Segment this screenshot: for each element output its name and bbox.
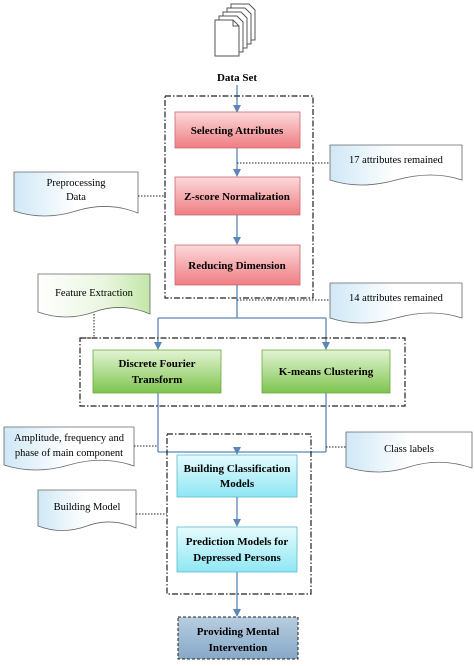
kmeans-box (261, 349, 391, 394)
note-amplitude-line2: phase of main component (15, 448, 123, 459)
building-classification-line2: Models (220, 478, 255, 490)
reducing-dimension-label: Reducing Dimension (188, 260, 286, 272)
note-building-model-text: Building Model (54, 502, 121, 513)
dft-label-line1: Discrete Fourier (118, 358, 195, 370)
document-stack-icon (214, 3, 256, 57)
connector-feature-extraction (80, 314, 95, 339)
preprocessing-group (164, 95, 314, 299)
selecting-attributes-box (174, 111, 301, 149)
building-classification-line1: Building Classification (184, 463, 291, 475)
modeling-group (166, 433, 312, 595)
note-building-model (37, 489, 137, 531)
prediction-models-line1: Prediction Models for (186, 536, 289, 548)
intervention-line1: Providing Mental (197, 626, 280, 638)
selecting-attributes-label: Selecting Attributes (191, 125, 284, 137)
reducing-dimension-box (174, 244, 301, 286)
note-class-labels (345, 431, 473, 473)
note-feature-extraction-text: Feature Extraction (55, 288, 134, 299)
note-preprocessing-line1: Preprocessing (47, 178, 107, 189)
note-preprocessing-data (13, 171, 139, 217)
note-17-attributes (329, 144, 463, 186)
note-class-labels-text: Class labels (384, 444, 434, 455)
feature-group (79, 337, 406, 407)
note-amplitude-line1: Amplitude, frequency and (14, 433, 125, 444)
note-feature-extraction (37, 273, 151, 318)
note-17-attributes-text: 17 attributes remained (349, 155, 444, 166)
kmeans-label: K-means Clustering (279, 366, 374, 378)
note-preprocessing-line2: Data (66, 192, 86, 203)
note-14-attributes-text: 14 attributes remained (349, 293, 444, 304)
building-classification-box (176, 454, 298, 498)
zscore-label: Z-score Normalization (184, 191, 290, 203)
prediction-models-line2: Depressed Persons (193, 552, 281, 564)
dataset-label: Data Set (217, 72, 257, 84)
intervention-box (177, 616, 299, 660)
dft-label-line2: Transform (132, 374, 183, 386)
note-14-attributes (329, 282, 463, 324)
note-amplitude (3, 426, 135, 471)
prediction-models-box (176, 526, 298, 573)
intervention-line2: Intervention (209, 642, 268, 654)
dft-box (92, 349, 222, 394)
